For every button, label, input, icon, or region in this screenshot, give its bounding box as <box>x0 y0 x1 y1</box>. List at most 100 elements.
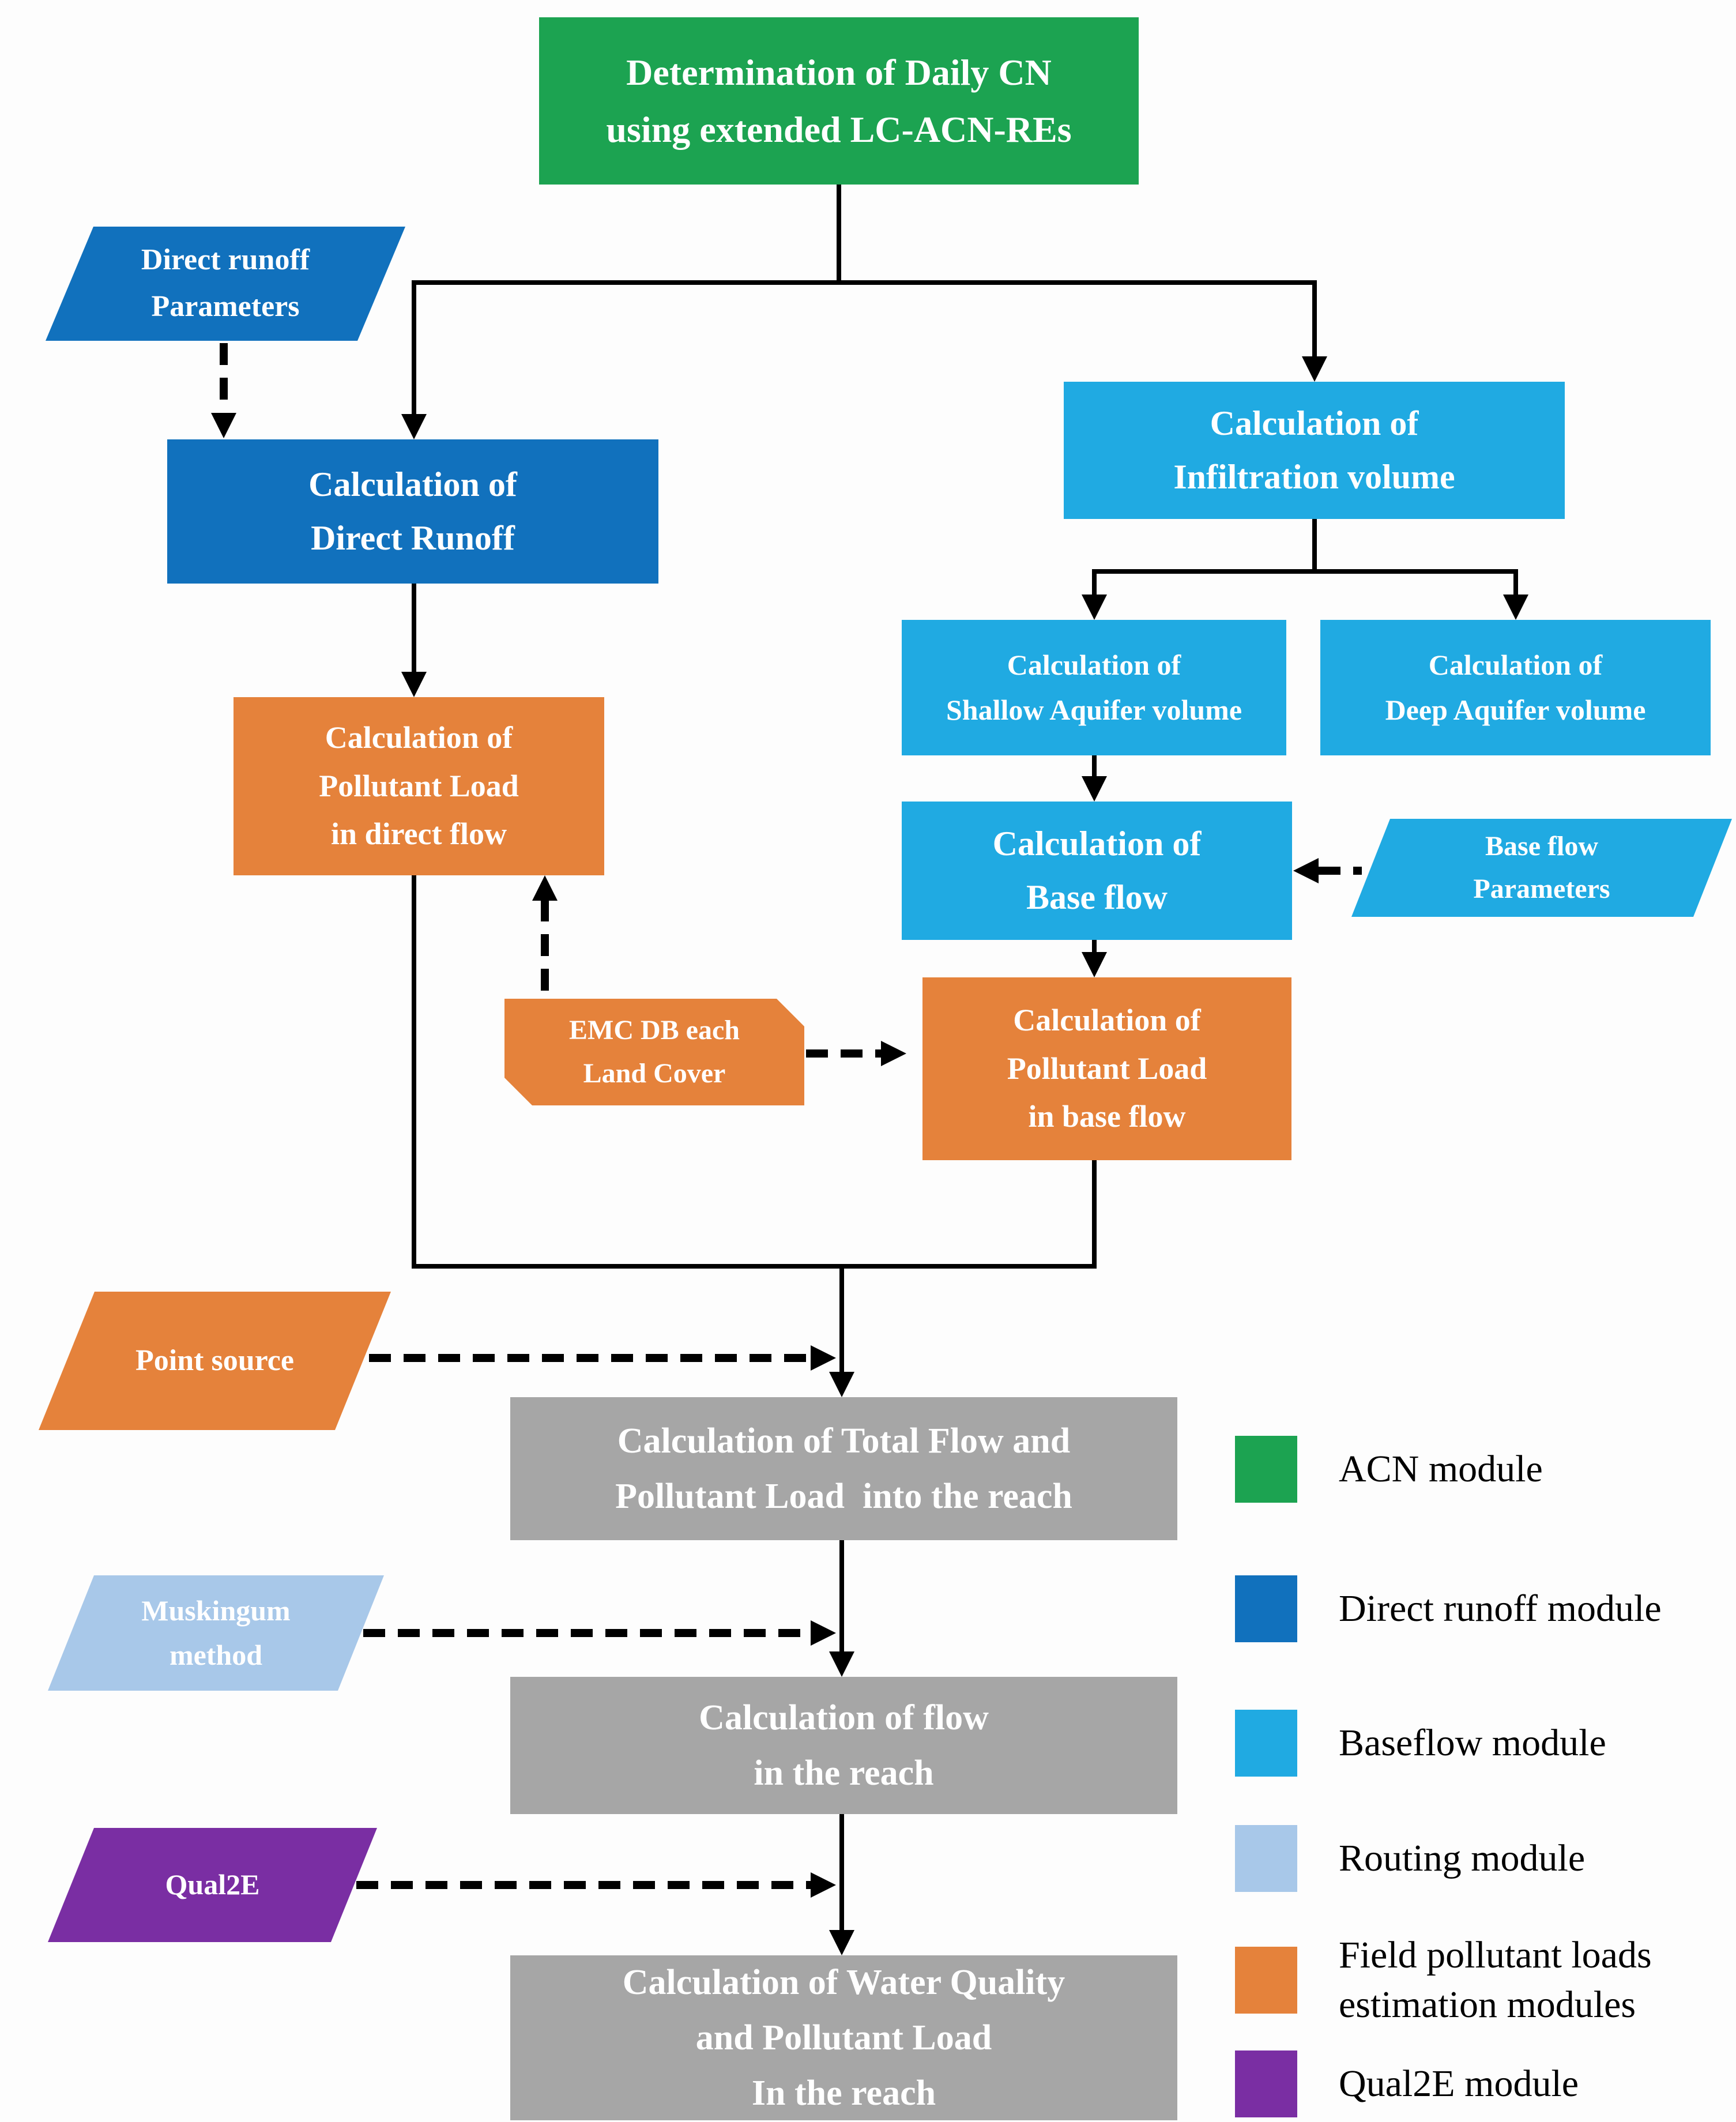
arrow-dashed-into-polldirect <box>532 875 558 901</box>
arrow-into-shallow <box>1082 595 1107 620</box>
node-calc-deep-aquifer: Calculation of Deep Aquifer volume <box>1320 620 1711 755</box>
legend-item-routing: Routing module <box>1235 1825 1731 1892</box>
node-label-line: Base flow <box>1026 878 1168 916</box>
arrow-dashed-into-baseflow <box>1293 858 1319 883</box>
node-calc-shallow-aquifer: Calculation of Shallow Aquifer volume <box>902 620 1286 755</box>
node-label-line: Calculation of <box>1007 649 1181 681</box>
node-label-line: Calculation of <box>325 720 513 755</box>
node-calc-flow-reach: Calculation of flow in the reach <box>510 1677 1177 1814</box>
legend-item-acn: ACN module <box>1235 1436 1731 1503</box>
node-label-line: Calculation of Total Flow and <box>617 1421 1071 1461</box>
connector-polldirect-down <box>412 875 416 1269</box>
legend-swatch-direct-runoff <box>1235 1575 1297 1642</box>
node-label-line: Parameters <box>151 290 300 323</box>
legend-item-direct-runoff: Direct runoff module <box>1235 1575 1731 1642</box>
node-point-source: Point source <box>39 1292 391 1430</box>
node-muskingum-method: Muskingum method <box>48 1575 384 1691</box>
connector-aquifer-split <box>1092 569 1518 574</box>
node-calc-total-flow: Calculation of Total Flow and Pollutant … <box>510 1397 1177 1540</box>
legend-label-line: estimation modules <box>1339 1984 1636 2026</box>
node-label-line: EMC DB each <box>569 1015 740 1046</box>
connector-to-shallow <box>1092 569 1097 597</box>
node-label-line: Point source <box>135 1344 294 1377</box>
connector-baseflow-pollbase <box>1092 940 1097 956</box>
legend-label-direct-runoff: Direct runoff module <box>1339 1584 1662 1634</box>
legend-swatch-routing <box>1235 1825 1297 1892</box>
dashed-emc-to-polldirect <box>541 900 549 999</box>
node-label-line: Deep Aquifer volume <box>1385 693 1646 726</box>
node-label-line: Pollutant Load <box>1007 1051 1207 1086</box>
node-label-line: Calculation of flow <box>699 1698 989 1737</box>
node-label-line: Qual2E <box>165 1868 260 1901</box>
node-label-line: Infiltration volume <box>1173 458 1455 496</box>
connector-pollbase-down <box>1092 1160 1097 1269</box>
node-label-line: In the reach <box>751 2074 936 2113</box>
arrow-into-deep <box>1503 595 1528 620</box>
connector-shallow-baseflow <box>1092 755 1097 778</box>
connector-directrunoff-polldirect <box>412 584 416 672</box>
node-label-line: using extended LC-ACN-REs <box>606 109 1072 150</box>
node-calc-infiltration: Calculation of Infiltration volume <box>1064 382 1565 519</box>
dashed-qual2e <box>356 1881 811 1889</box>
legend-label-acn: ACN module <box>1339 1444 1543 1494</box>
node-label-line: Calculation of <box>308 465 517 503</box>
node-label-line: in direct flow <box>331 817 507 852</box>
arrow-into-infiltration <box>1302 356 1327 382</box>
legend-label-field-pollutant: Field pollutant loads estimation modules <box>1339 1931 1652 2030</box>
dashed-muskingum <box>363 1629 811 1637</box>
node-label-line: Muskingum <box>141 1594 291 1627</box>
node-label-line: Base flow <box>1485 830 1598 861</box>
connector-infiltration-down <box>1312 519 1317 574</box>
arrow-into-direct-runoff <box>401 414 427 439</box>
dashed-bfparams-to-baseflow <box>1319 867 1362 875</box>
node-label-line: Land Cover <box>583 1058 726 1089</box>
node-calc-pollutant-base: Calculation of Pollutant Load in base fl… <box>922 977 1291 1160</box>
node-label-line: Parameters <box>1473 874 1610 904</box>
node-label-line: Direct Runoff <box>311 519 515 557</box>
node-label-line: Direct runoff <box>141 243 310 277</box>
arrow-dashed-into-direct-runoff <box>211 413 236 438</box>
legend-label-line: Qual2E module <box>1339 2063 1579 2105</box>
node-calc-direct-runoff: Calculation of Direct Runoff <box>167 439 658 584</box>
legend-label-line: Field pollutant loads <box>1339 1934 1652 1977</box>
node-label-line: Calculation of Water Quality <box>622 1962 1065 2002</box>
node-label-line: in the reach <box>754 1754 934 1793</box>
node-label-line: Pollutant Load <box>319 768 519 803</box>
dashed-params-to-direct-runoff <box>220 343 228 412</box>
node-acn-determination: Determination of Daily CN using extended… <box>539 17 1139 185</box>
arrow-into-baseflow <box>1082 776 1107 802</box>
legend-swatch-acn <box>1235 1436 1297 1503</box>
arrow-into-water-quality <box>829 1930 854 1955</box>
arrow-into-total-flow <box>829 1372 854 1397</box>
legend-label-baseflow: Baseflow module <box>1339 1718 1606 1768</box>
connector-merge-down <box>839 1264 844 1374</box>
arrow-into-pollutant-base <box>1082 952 1107 977</box>
legend-label-qual2e: Qual2E module <box>1339 2059 1579 2109</box>
node-label-line: Calculation of <box>1013 1002 1201 1037</box>
legend-swatch-baseflow <box>1235 1710 1297 1777</box>
arrow-into-pollutant-direct <box>401 672 427 697</box>
legend-item-field-pollutant: Field pollutant loads estimation modules <box>1235 1934 1731 2026</box>
legend-item-baseflow: Baseflow module <box>1235 1710 1731 1777</box>
legend-label-line: Routing module <box>1339 1837 1586 1880</box>
connector-acn-down <box>837 183 841 284</box>
node-calc-base-flow: Calculation of Base flow <box>902 802 1292 940</box>
legend-label-line: Baseflow module <box>1339 1722 1606 1764</box>
arrow-dashed-into-pollbase <box>881 1041 906 1066</box>
legend-label-line: Direct runoff module <box>1339 1587 1662 1630</box>
node-label-line: Determination of Daily CN <box>626 51 1052 93</box>
legend-swatch-qual2e <box>1235 2050 1297 2117</box>
legend-item-qual2e: Qual2E module <box>1235 2050 1731 2117</box>
legend-label-routing: Routing module <box>1339 1834 1585 1883</box>
connector-gray2-gray3 <box>839 1814 844 1932</box>
node-label-line: Calculation of <box>1210 404 1419 442</box>
node-calc-pollutant-direct: Calculation of Pollutant Load in direct … <box>234 697 604 875</box>
node-label-line: Calculation of <box>1428 649 1603 681</box>
node-emc-db: EMC DB each Land Cover <box>504 999 804 1105</box>
dashed-emc-to-pollbase <box>806 1049 881 1058</box>
arrow-dashed-pointsource <box>811 1345 836 1371</box>
node-label-line: in base flow <box>1028 1099 1186 1134</box>
connector-right-branch <box>1312 280 1317 356</box>
legend-label-line: ACN module <box>1339 1448 1543 1491</box>
